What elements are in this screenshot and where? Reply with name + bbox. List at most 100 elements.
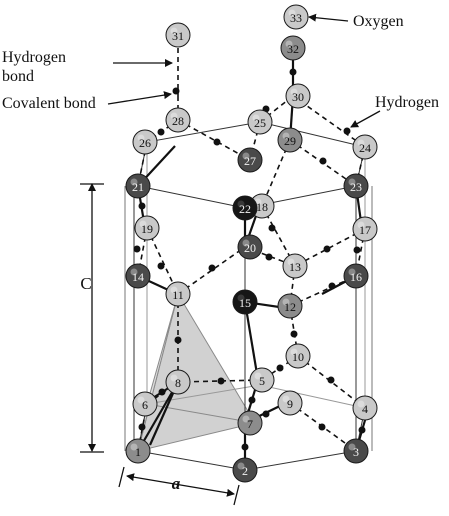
- covalent-bond-label: Covalent bond: [2, 95, 96, 112]
- oxygen-atom: 17: [352, 216, 378, 242]
- oxygen-atom-number: 8: [175, 376, 181, 390]
- oxygen-atom-sphere: [165, 369, 191, 395]
- tetrahedron: [137, 292, 256, 452]
- oxygen-atom: 4: [352, 395, 378, 421]
- oxygen-atom-number: 20: [244, 241, 256, 255]
- oxygen-atom-number: 6: [142, 398, 148, 412]
- oxygen-atom: 22: [232, 195, 258, 221]
- oxygen-atom: 11: [165, 281, 191, 307]
- oxygen-atom-highlight: [170, 286, 178, 294]
- oxygen-atom-number: 27: [244, 154, 256, 168]
- oxygen-atom: 5: [249, 367, 275, 393]
- oxygen-atom-sphere: [232, 457, 258, 483]
- oxygen-atom-sphere: [125, 263, 151, 289]
- oxygen-atom-highlight: [130, 268, 138, 276]
- oxygen-atom: 23: [343, 173, 369, 199]
- oxygen-atom-sphere: [352, 216, 378, 242]
- oxygen-atom-number: 33: [290, 11, 302, 25]
- oxygen-atom-highlight: [290, 348, 298, 356]
- oxygen-atom-highlight: [357, 139, 365, 147]
- oxygen-atom-highlight: [130, 178, 138, 186]
- oxygen-atom: 28: [165, 107, 191, 133]
- oxygen-atom: 2: [232, 457, 258, 483]
- oxygen-atom: 32: [280, 35, 306, 61]
- hydrogen-atom: [262, 410, 270, 418]
- oxygen-atom-number: 13: [289, 260, 301, 274]
- oxygen-atom: 33: [283, 4, 309, 30]
- oxygen-atom-highlight: [242, 415, 250, 423]
- oxygen-atom-sphere: [343, 263, 369, 289]
- hydrogen-atom: [265, 253, 273, 261]
- oxygen-atom: 6: [132, 391, 158, 417]
- hydrogen-atom: [174, 336, 182, 344]
- annotations: [80, 13, 381, 506]
- oxygen-atom-highlight: [170, 27, 178, 35]
- hydrogen-atom: [290, 330, 298, 338]
- oxygen-atom-number: 21: [132, 180, 144, 194]
- oxygen-atom-number: 14: [132, 270, 144, 284]
- hydrogen-atom: [138, 202, 146, 210]
- oxygen-atom-highlight: [348, 178, 356, 186]
- oxygen-atom-number: 4: [362, 402, 368, 416]
- hydrogen-atom: [138, 423, 146, 431]
- oxygen-atom: 30: [285, 83, 311, 109]
- oxygen-atom-sphere: [125, 173, 151, 199]
- hydrogen-atom: [213, 138, 221, 146]
- oxygen-atoms: 1234567891011121314151617181920212223242…: [125, 4, 378, 483]
- hydrogen-atom: [158, 388, 166, 396]
- hydrogen-atom: [157, 128, 165, 136]
- oxygen-atom-sphere: [285, 83, 311, 109]
- oxygen-atom-number: 24: [359, 141, 371, 155]
- oxygen-atom-number: 1: [135, 445, 141, 459]
- oxygen-atom-number: 10: [292, 350, 304, 364]
- oxygen-atom-highlight: [357, 221, 365, 229]
- oxygen-atom-highlight: [139, 220, 147, 228]
- oxygen-atom: 13: [282, 253, 308, 279]
- oxygen-atom-highlight: [254, 372, 262, 380]
- oxygen-atom: 15: [232, 289, 258, 315]
- oxygen-atom-highlight: [252, 114, 260, 122]
- oxygen-arrow: [308, 13, 349, 22]
- oxygen-atom-sphere: [343, 438, 369, 464]
- oxygen-atom-sphere: [232, 195, 258, 221]
- oxygen-atom-sphere: [277, 127, 303, 153]
- oxygen-atom-highlight: [348, 443, 356, 451]
- a-axis-arrow: [126, 473, 235, 497]
- hydrogen-atom: [323, 245, 331, 253]
- oxygen-atom-number: 23: [350, 180, 362, 194]
- oxygen-atom-number: 7: [247, 417, 253, 431]
- oxygen-atom-number: 2: [242, 464, 248, 478]
- hydrogen-atom: [327, 376, 335, 384]
- oxygen-atom-highlight: [282, 395, 290, 403]
- oxygen-atom: 8: [165, 369, 191, 395]
- hydrogen-atom: [133, 245, 141, 253]
- hydrogen-atom: [318, 423, 326, 431]
- oxygen-atom-highlight: [282, 298, 290, 306]
- hydrogen-atom: [248, 396, 256, 404]
- oxygen-atom: 19: [134, 215, 160, 241]
- hydrogen-atom: [208, 264, 216, 272]
- hydrogen-atom: [343, 127, 351, 135]
- oxygen-atom-sphere: [165, 22, 191, 48]
- oxygen-atom-highlight: [348, 268, 356, 276]
- oxygen-atom-sphere: [352, 134, 378, 160]
- oxygen-atom-highlight: [357, 400, 365, 408]
- oxygen-atom-sphere: [249, 367, 275, 393]
- oxygen-atom-number: 5: [259, 374, 265, 388]
- oxygen-atom-sphere: [237, 234, 263, 260]
- oxygen-atom: 10: [285, 343, 311, 369]
- oxygen-atom: 21: [125, 173, 151, 199]
- oxygen-atom-number: 12: [284, 300, 296, 314]
- hydrogen-atom: [241, 443, 249, 451]
- oxygen-atom-sphere: [134, 215, 160, 241]
- oxygen-atom: 27: [237, 147, 263, 173]
- oxygen-atom-number: 30: [292, 90, 304, 104]
- oxygen-atom-sphere: [247, 109, 273, 135]
- oxygen-atom-number: 3: [353, 445, 359, 459]
- oxygen-atom-sphere: [343, 173, 369, 199]
- oxygen-atom-highlight: [137, 134, 145, 142]
- oxygen-atom-highlight: [137, 396, 145, 404]
- oxygen-atom: 9: [277, 390, 303, 416]
- oxygen-atom-highlight: [130, 443, 138, 451]
